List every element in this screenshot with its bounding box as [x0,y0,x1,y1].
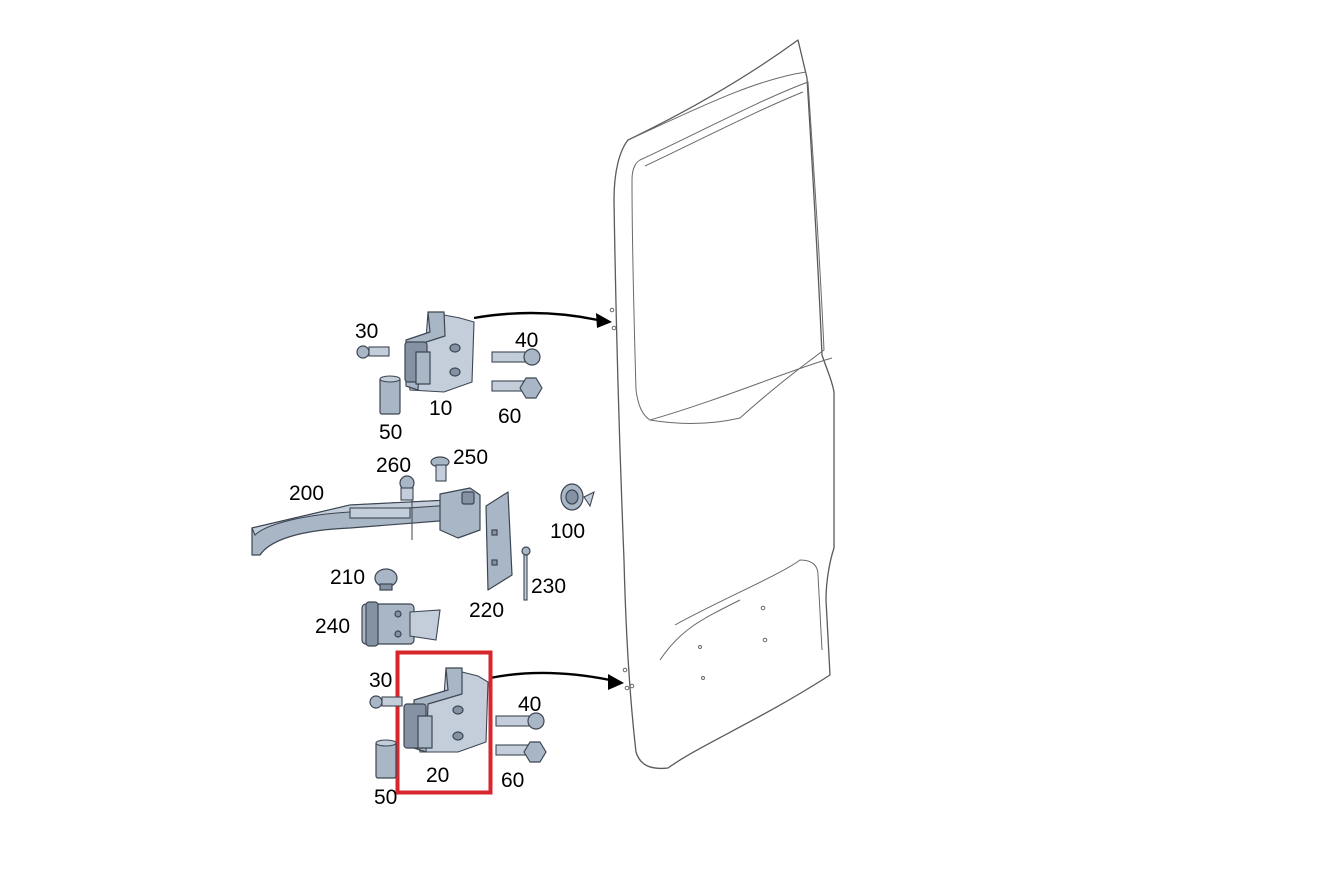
callout-20: 20 [426,764,449,787]
callout-60-top: 60 [498,405,521,428]
callout-30-bottom: 30 [369,669,392,692]
rivet-230 [521,546,531,601]
upper-hinge-10 [404,311,475,393]
callout-230: 230 [531,575,566,598]
callout-40-bottom: 40 [518,693,541,716]
callout-50-bottom: 50 [374,786,397,809]
lower-hinge-20 [403,667,489,753]
bolt-30-top [356,345,390,359]
callout-40-top: 40 [515,329,538,352]
callout-100: 100 [550,520,585,543]
callout-220: 220 [469,599,504,622]
bolt-60-top [491,377,543,399]
screw-260 [399,475,415,501]
upper-hinge-arrow [473,311,612,328]
callout-240: 240 [315,615,350,638]
bumper-100 [560,483,595,511]
callout-210: 210 [330,566,365,589]
bolt-60-bottom [495,741,547,763]
pin-50-bottom [375,739,397,779]
bolt-250 [430,456,450,482]
rear-door-panel [609,39,835,770]
callout-10: 10 [429,397,452,420]
door-check-strap-200 [251,499,453,556]
callout-labels: 30 40 10 60 50 260 250 200 100 210 230 2… [289,320,585,809]
callout-60-bottom: 60 [501,769,524,792]
bolt-30-bottom [369,695,403,709]
callout-200: 200 [289,482,324,505]
highlight-box [395,650,493,795]
pin-50-top [379,375,401,415]
nut-210 [374,568,398,591]
bracket-240 [361,601,441,647]
bolt-40-bottom [495,712,545,730]
callout-50-top: 50 [379,421,402,444]
bolt-40-top [491,348,541,366]
check-housing [411,487,481,540]
callout-30-top: 30 [355,320,378,343]
callout-250: 250 [453,446,488,469]
plate-220 [485,491,513,591]
callout-260: 260 [376,454,411,477]
lower-hinge-arrow [489,671,624,690]
